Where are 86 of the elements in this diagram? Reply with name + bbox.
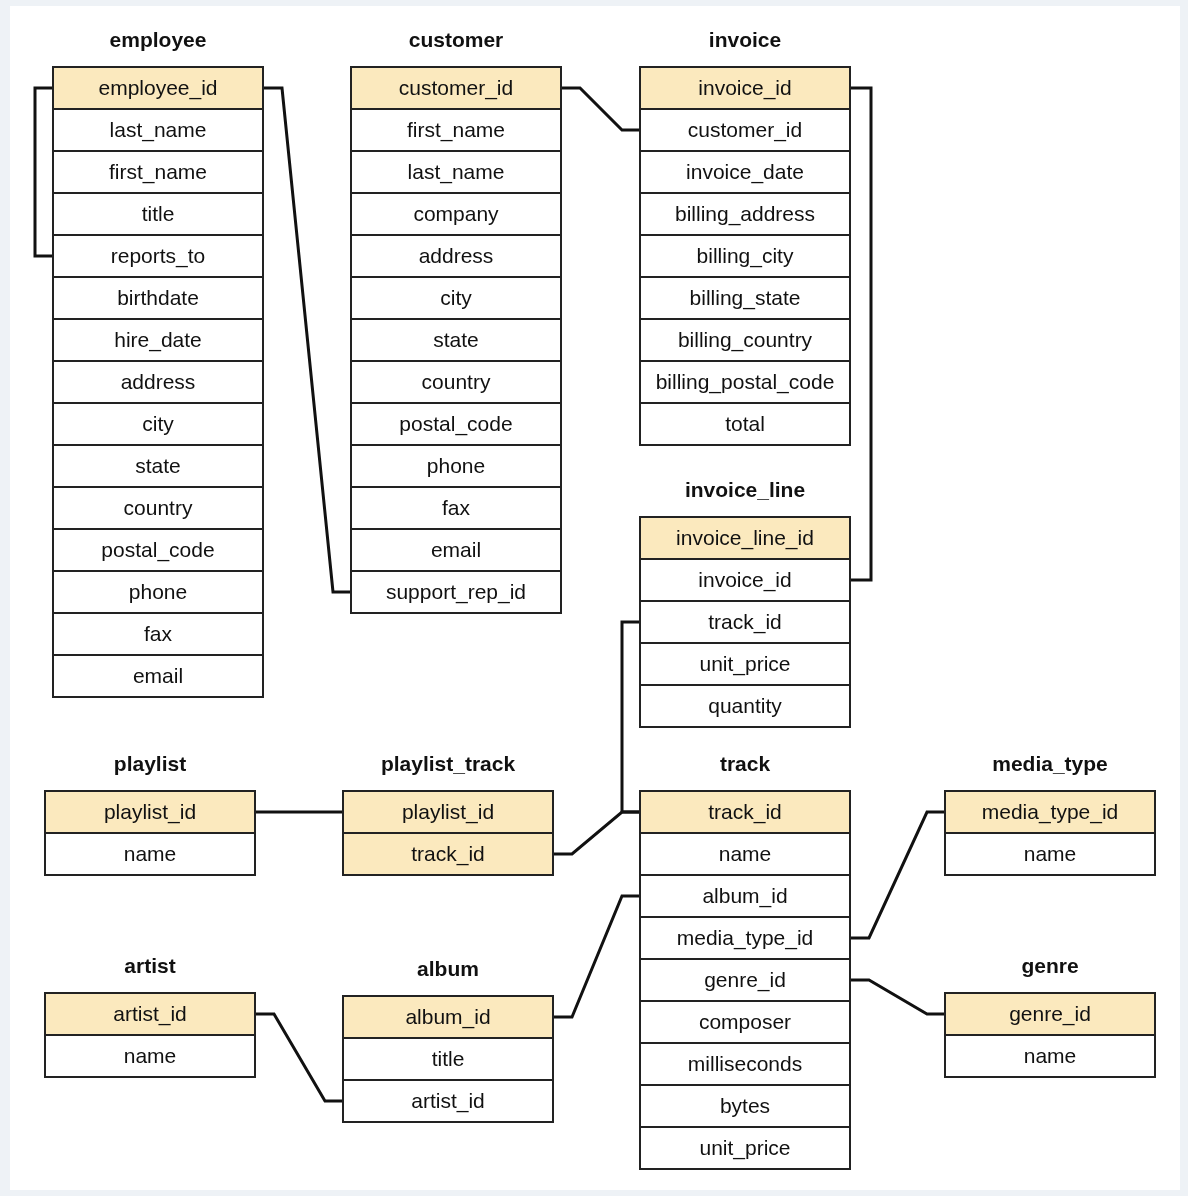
field-row: last_name (350, 150, 562, 194)
connector-line (851, 86, 873, 582)
table-title: customer (407, 27, 505, 53)
field-row: unit_price (639, 1126, 851, 1170)
connector-line (256, 810, 342, 814)
table-title: media_type (991, 751, 1109, 777)
key-field-row: album_id (342, 995, 554, 1039)
table-title: track (718, 751, 772, 777)
field-row: address (52, 360, 264, 404)
field-row: unit_price (639, 642, 851, 686)
field-row: bytes (639, 1084, 851, 1128)
field-row: email (350, 528, 562, 572)
key-field-row: playlist_id (44, 790, 256, 834)
field-row: title (342, 1037, 554, 1081)
field-row: billing_city (639, 234, 851, 278)
key-field-row: media_type_id (944, 790, 1156, 834)
table-title: album (416, 956, 480, 982)
field-row: first_name (350, 108, 562, 152)
field-row: birthdate (52, 276, 264, 320)
field-row: invoice_id (639, 558, 851, 602)
key-field-row: invoice_line_id (639, 516, 851, 560)
field-row: name (639, 832, 851, 876)
field-row: postal_code (52, 528, 264, 572)
table-title: genre (1020, 953, 1080, 979)
field-row: state (52, 444, 264, 488)
field-row: customer_id (639, 108, 851, 152)
field-row: billing_state (639, 276, 851, 320)
table-title: playlist (112, 751, 188, 777)
field-row: country (350, 360, 562, 404)
field-row: hire_date (52, 318, 264, 362)
field-row: total (639, 402, 851, 446)
field-row: country (52, 486, 264, 530)
connector-line (562, 86, 639, 132)
field-row: reports_to (52, 234, 264, 278)
field-row: album_id (639, 874, 851, 918)
connector-line (620, 620, 639, 814)
table-title: artist (123, 953, 177, 979)
field-row: name (944, 832, 1156, 876)
field-row: track_id (639, 600, 851, 644)
field-row: last_name (52, 108, 264, 152)
field-row: title (52, 192, 264, 236)
key-field-row: customer_id (350, 66, 562, 110)
connector-line (554, 810, 639, 856)
field-row: support_rep_id (350, 570, 562, 614)
field-row: billing_country (639, 318, 851, 362)
connector-line (33, 86, 52, 258)
key-field-row: genre_id (944, 992, 1156, 1036)
field-row: first_name (52, 150, 264, 194)
connector-line (264, 86, 350, 594)
field-row: name (44, 832, 256, 876)
field-row: billing_postal_code (639, 360, 851, 404)
table-title: employee (108, 27, 208, 53)
key-field-row: track_id (639, 790, 851, 834)
table-title: invoice_line (683, 477, 807, 503)
field-row: city (52, 402, 264, 446)
field-row: composer (639, 1000, 851, 1044)
field-row: company (350, 192, 562, 236)
field-row: fax (52, 612, 264, 656)
field-row: phone (52, 570, 264, 614)
connector-line (851, 810, 944, 940)
field-row: media_type_id (639, 916, 851, 960)
key-field-row: track_id (342, 832, 554, 876)
field-row: name (944, 1034, 1156, 1078)
field-row: state (350, 318, 562, 362)
field-row: billing_address (639, 192, 851, 236)
connector-line (256, 1012, 342, 1103)
field-row: quantity (639, 684, 851, 728)
key-field-row: artist_id (44, 992, 256, 1036)
field-row: milliseconds (639, 1042, 851, 1086)
key-field-row: invoice_id (639, 66, 851, 110)
field-row: genre_id (639, 958, 851, 1002)
table-title: invoice (707, 27, 783, 53)
field-row: phone (350, 444, 562, 488)
key-field-row: playlist_id (342, 790, 554, 834)
table-title: playlist_track (379, 751, 517, 777)
field-row: address (350, 234, 562, 278)
field-row: city (350, 276, 562, 320)
field-row: invoice_date (639, 150, 851, 194)
key-field-row: employee_id (52, 66, 264, 110)
connector-line (554, 894, 639, 1019)
field-row: artist_id (342, 1079, 554, 1123)
field-row: email (52, 654, 264, 698)
field-row: name (44, 1034, 256, 1078)
connector-line (851, 978, 944, 1016)
field-row: fax (350, 486, 562, 530)
field-row: postal_code (350, 402, 562, 446)
